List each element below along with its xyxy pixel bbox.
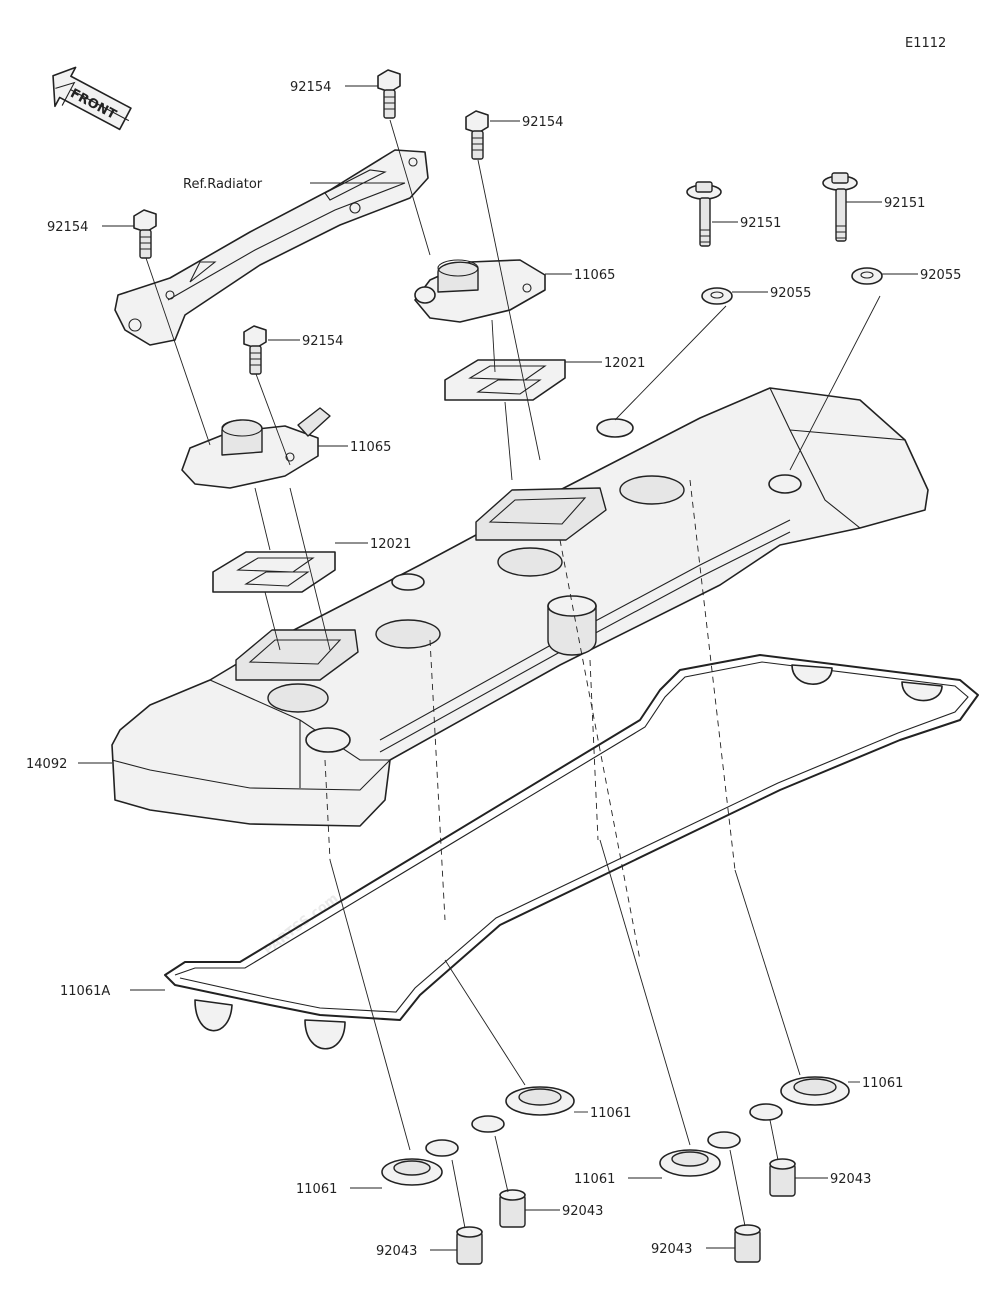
callout-92154-b: 92154 [522,115,563,130]
plug-gasket-2 [471,1086,575,1133]
bolt-collar-1 [686,181,722,247]
grommet-2 [851,267,883,285]
callout-92055-a: 92055 [770,286,811,301]
callout-11061-d: 11061 [862,1076,903,1091]
callout-11065-a: 11065 [574,268,615,283]
plug-gasket-3 [659,1131,741,1177]
reed-plate-right [444,359,566,401]
callout-92043-d: 92043 [830,1172,871,1187]
bolt-collar-2 [822,172,858,242]
bolt-center-top [465,110,489,160]
assembly-lines [145,119,881,1229]
callout-92154-a: 92154 [290,80,331,95]
cover-gasket [164,654,979,1050]
callout-labels: 92154 92154 92154 92154 Ref.Radiator 110… [26,80,961,1259]
bolt-left [133,209,157,259]
bolt-mid-left [243,325,267,375]
callout-92043-b: 92043 [562,1204,603,1219]
breather-cover-left [181,407,331,489]
callout-92055-b: 92055 [920,268,961,283]
dowel-4 [769,1158,796,1197]
callout-12021-b: 12021 [370,537,411,552]
breather-cover-right [414,259,546,323]
callout-11061-b: 11061 [590,1106,631,1121]
callout-ref-radiator: Ref.Radiator [183,177,263,192]
radiator-bracket [114,149,429,346]
dowel-1 [456,1226,483,1265]
callout-12021-a: 12021 [604,356,645,371]
cylinder-head-cover [111,387,929,827]
bolt-radiator-top [377,69,401,119]
plug-gasket-1 [381,1139,459,1186]
grommet-1 [701,287,733,305]
callout-11061-a: 11061 [296,1182,337,1197]
reed-plate-left [212,551,336,593]
callout-leaders [78,85,918,1251]
plug-gasket-4 [749,1076,850,1121]
callout-11065-b: 11065 [350,440,391,455]
callout-92043-c: 92043 [651,1242,692,1257]
callout-11061a: 11061A [60,984,110,999]
front-arrow-icon: FRONT [52,66,132,131]
callout-92151-a: 92151 [740,216,781,231]
callout-92151-b: 92151 [884,196,925,211]
dowel-2 [499,1189,526,1228]
diagram-code: E1112 [905,36,946,51]
callout-92154-d: 92154 [302,334,343,349]
callout-92043-a: 92043 [376,1244,417,1259]
dowel-3 [734,1224,761,1263]
callout-14092: 14092 [26,757,67,772]
callout-92154-c: 92154 [47,220,88,235]
callout-11061-c: 11061 [574,1172,615,1187]
